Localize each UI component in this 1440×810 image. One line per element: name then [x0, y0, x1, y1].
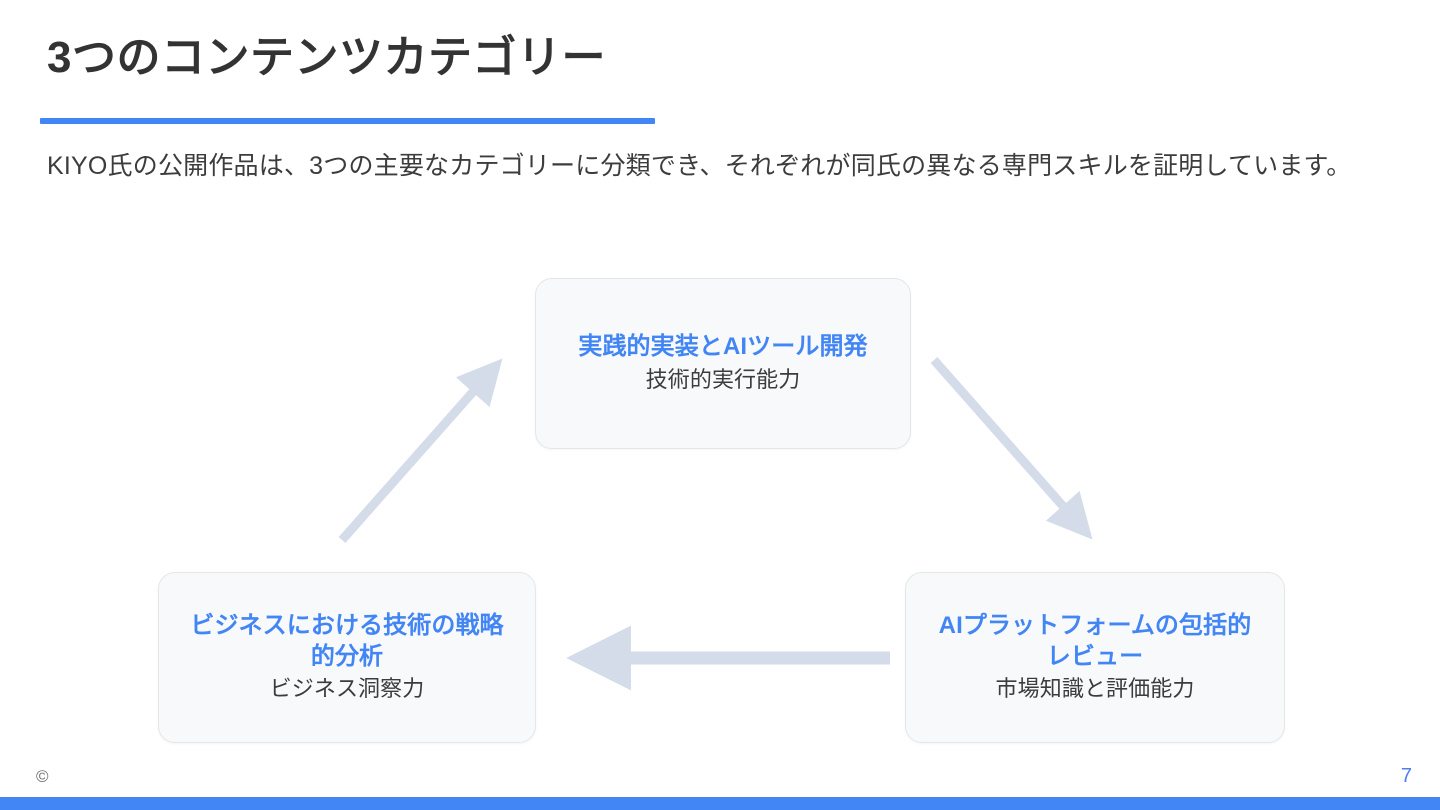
node-title: ビジネスにおける技術の戦略的分析	[190, 611, 504, 670]
node-title: 実践的実装とAIツール開発	[578, 333, 868, 361]
copyright-mark: ©	[36, 767, 49, 786]
diagram-node-practical-implementation[interactable]: 実践的実装とAIツール開発 技術的実行能力	[535, 278, 911, 449]
arrow-top-to-right-icon	[930, 357, 1093, 540]
slide-subtitle: KIYO氏の公開作品は、3つの主要なカテゴリーに分類でき、それぞれが同氏の異なる…	[47, 152, 1352, 180]
page-number: 7	[1400, 765, 1412, 787]
arrow-left-to-top-icon	[338, 358, 503, 543]
cycle-diagram: 実践的実装とAIツール開発 技術的実行能力 AIプラットフォームの包括的レビュー…	[0, 250, 1440, 770]
page-title: 3つのコンテンツカテゴリー	[47, 33, 606, 82]
node-subtitle: 技術的実行能力	[645, 367, 801, 393]
node-subtitle: 市場知識と評価能力	[995, 676, 1195, 702]
diagram-node-strategic-analysis[interactable]: ビジネスにおける技術の戦略的分析 ビジネス洞察力	[158, 572, 536, 743]
footer-accent-bar	[0, 797, 1440, 810]
diagram-node-platform-review[interactable]: AIプラットフォームの包括的レビュー 市場知識と評価能力	[905, 572, 1285, 743]
title-underline-rule	[40, 118, 655, 124]
node-title: AIプラットフォームの包括的レビュー	[938, 611, 1252, 670]
node-subtitle: ビジネス洞察力	[269, 676, 425, 702]
